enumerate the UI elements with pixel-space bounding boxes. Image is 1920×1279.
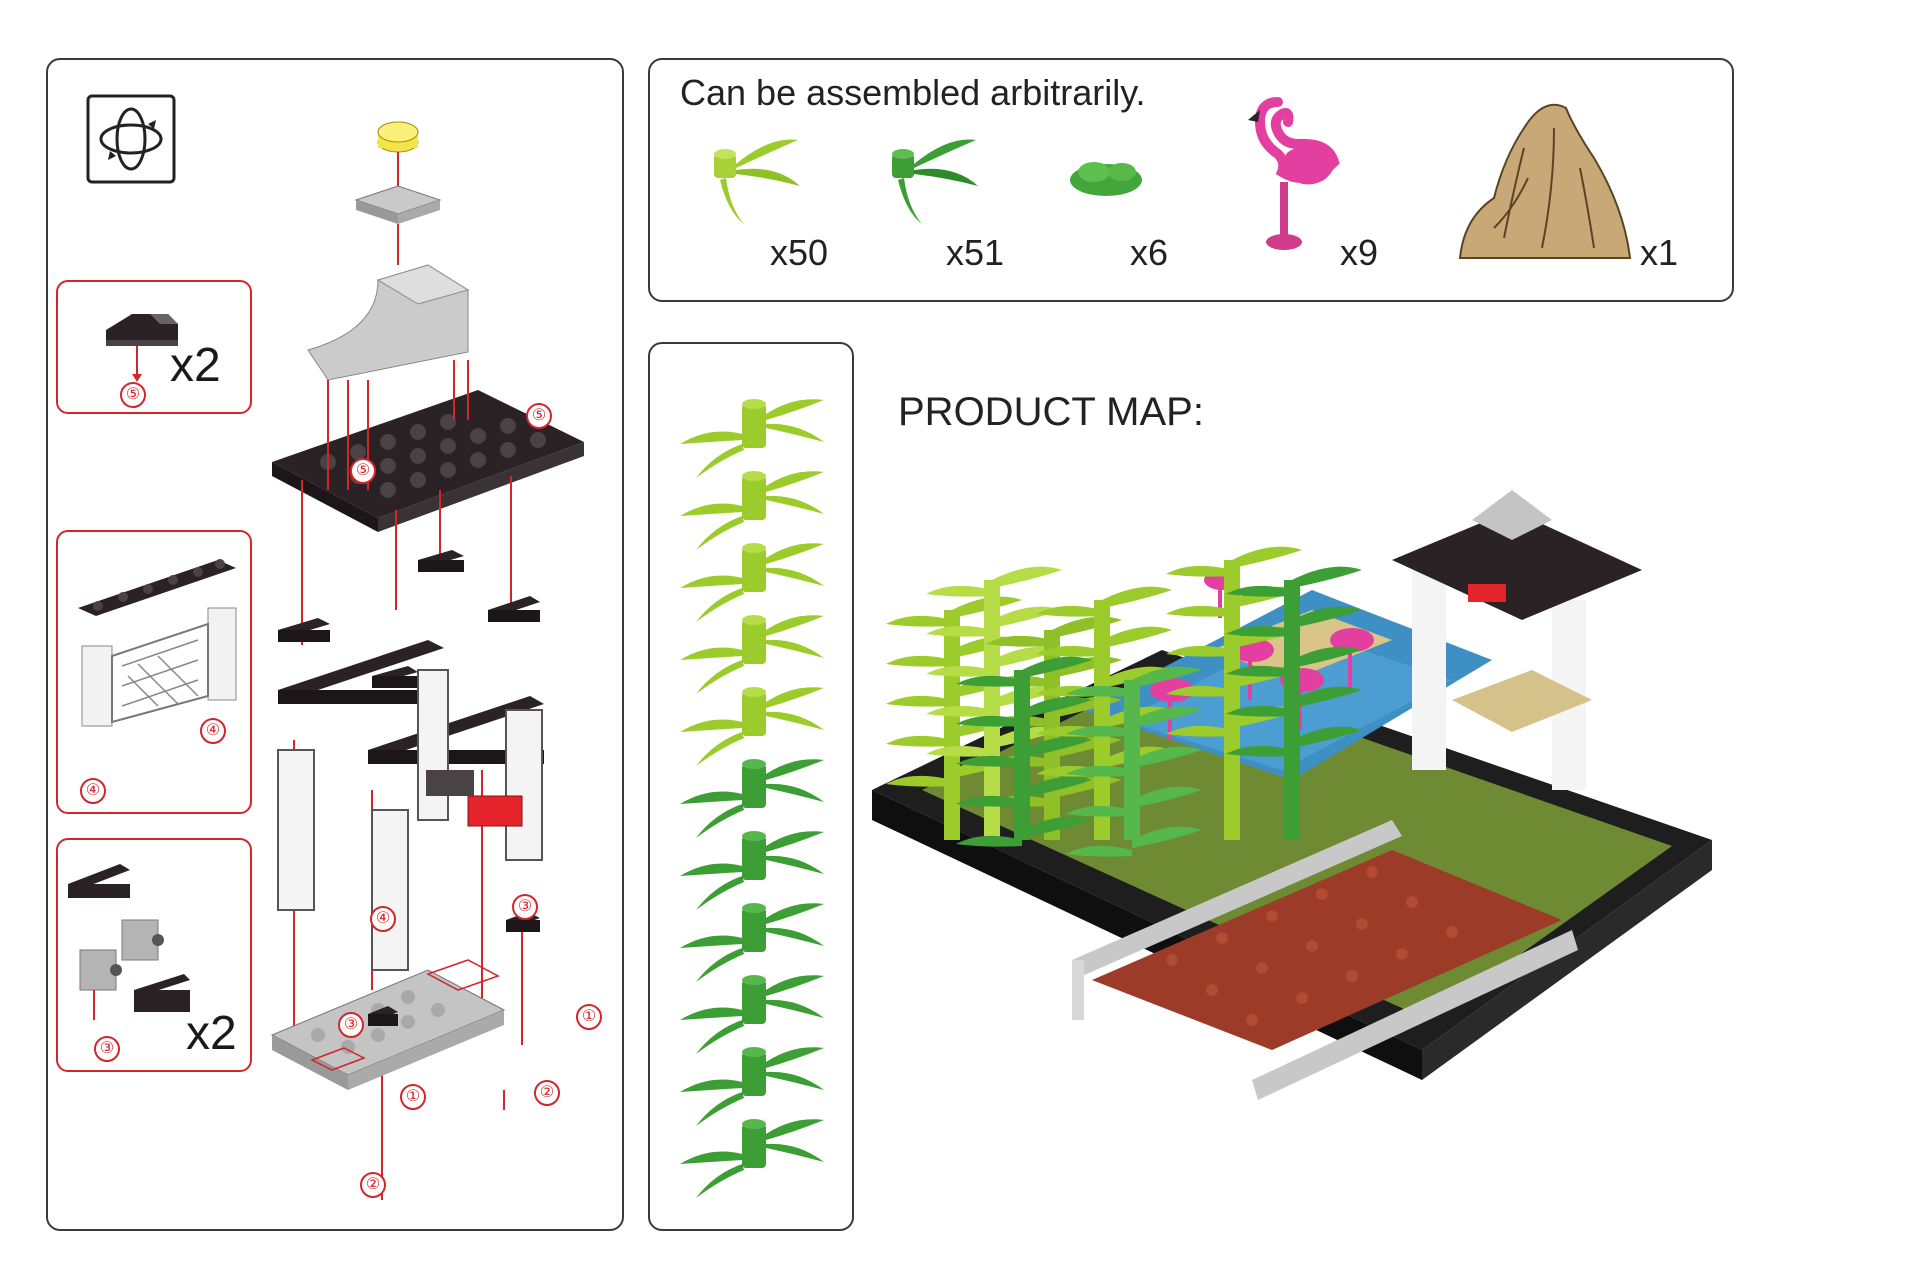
step-callout-2: ② [360, 1172, 386, 1198]
step-callout-1: ① [576, 1004, 602, 1030]
product-map-title: PRODUCT MAP: [898, 390, 1204, 434]
slope-brick-icon [106, 314, 178, 346]
brick-pair-icon [68, 864, 190, 1020]
step-callout-5: ⑤ [526, 403, 552, 429]
fence-section-icon [78, 559, 237, 727]
part-quantity-bamboo-dark: x51 [946, 232, 1005, 273]
subassembly-quantity: x2 [170, 339, 221, 392]
exploded-assembly-diagram [270, 121, 584, 1200]
part-quantity-rock: x1 [1640, 232, 1679, 273]
step-callout-1: ① [400, 1084, 426, 1110]
step-callout-3: ③ [94, 1036, 120, 1062]
step-callout-5: ⑤ [120, 382, 146, 408]
bamboo-leaf-light-icon [714, 139, 800, 224]
rotate-model-icon [86, 94, 176, 184]
step-callout-4: ④ [200, 718, 226, 744]
step-callout-3: ③ [338, 1012, 364, 1038]
plant-leaf-icon [1070, 162, 1142, 196]
step-callout-4: ④ [370, 906, 396, 932]
placement-arrow [132, 346, 142, 382]
bamboo-stack-panel [648, 342, 854, 1231]
subassembly-box-1: ⑤ x2 [56, 280, 252, 414]
product-photo [872, 490, 1712, 1100]
step-callout-5: ⑤ [350, 458, 376, 484]
step-callout-3: ③ [512, 894, 538, 920]
part-quantity-bamboo-light: x50 [770, 232, 829, 273]
instruction-step-panel: ⑤ x2 ④ ④ ③ x2 [46, 58, 624, 1231]
parts-list-panel: Can be assembled arbitrarily. x50 x51 x6… [648, 58, 1734, 302]
bamboo-leaf-dark-icon [892, 139, 978, 224]
step-callout-4: ④ [80, 778, 106, 804]
bamboo-stack-icon [680, 399, 824, 1198]
parts-list-title: Can be assembled arbitrarily. [680, 72, 1146, 113]
step-callout-2: ② [534, 1080, 560, 1106]
part-quantity-plant: x6 [1130, 232, 1169, 273]
subassembly-quantity: x2 [186, 1007, 237, 1060]
rock-icon [1458, 103, 1632, 259]
subassembly-box-3: ③ x2 [56, 838, 252, 1072]
part-quantity-flamingo: x9 [1340, 232, 1379, 273]
flamingo-icon [1248, 97, 1340, 250]
subassembly-box-2: ④ ④ [56, 530, 252, 814]
